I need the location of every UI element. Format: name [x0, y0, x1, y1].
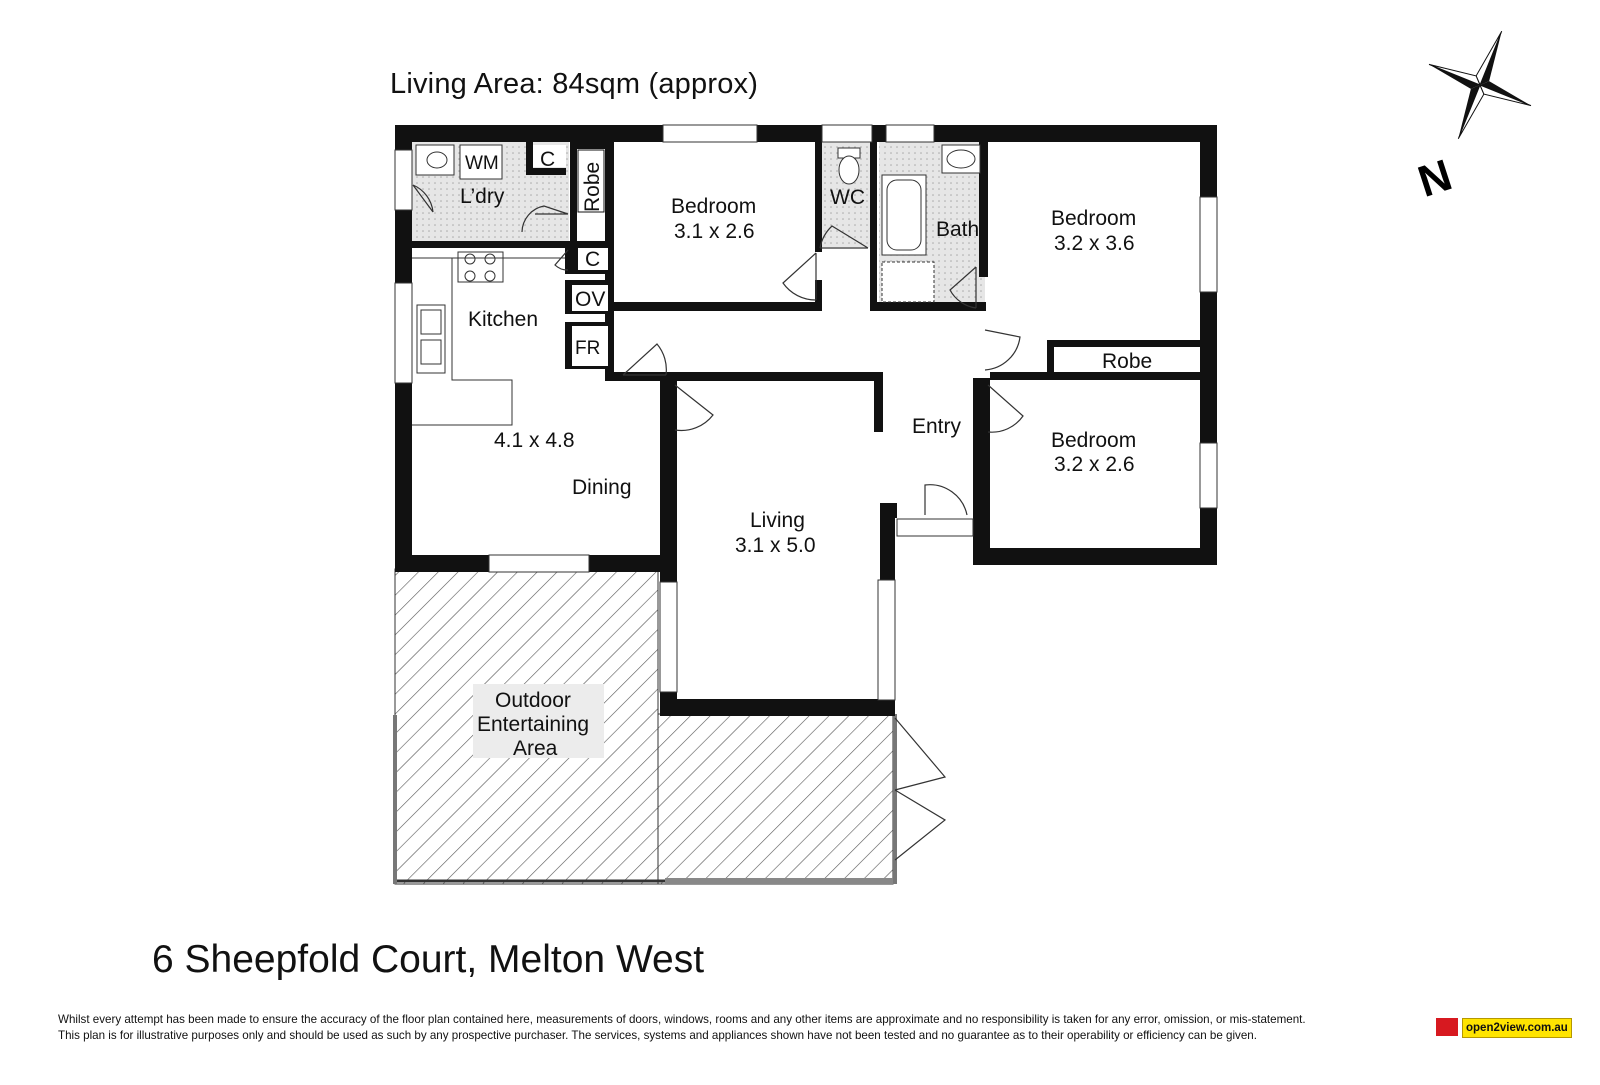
wc-label: WC: [830, 186, 865, 209]
cupboard-kitchen-label: C: [585, 248, 600, 271]
living-size: 3.1 x 5.0: [735, 534, 816, 557]
oven-label: OV: [575, 288, 605, 311]
open2view-logo: open2view.com.au: [1436, 1016, 1572, 1038]
cupboards: [533, 145, 1196, 371]
north-arrow-icon: [1428, 30, 1532, 140]
compass-n-label: N: [1412, 150, 1457, 206]
bedroom2-name: Bedroom: [671, 195, 756, 218]
property-address: 6 Sheepfold Court, Melton West: [152, 938, 705, 981]
outdoor-label-line2: Entertaining: [477, 713, 589, 736]
doors: [412, 184, 1024, 861]
windows: [394, 124, 1218, 701]
disclaimer-line2: This plan is for illustrative purposes o…: [58, 1029, 1257, 1042]
washing-machine-label: WM: [465, 153, 499, 174]
camera-house-icon: [1436, 1018, 1458, 1036]
outdoor-area: [393, 568, 897, 885]
living-area-heading: Living Area: 84sqm (approx): [390, 68, 759, 100]
outdoor-label-line1: Outdoor: [495, 689, 571, 712]
room-labels: WM C L’dry Robe Bedroom 3.1 x 2.6 WC Bat…: [460, 148, 1152, 760]
walls: [395, 125, 1217, 716]
cupboard-laundry-label: C: [540, 148, 555, 171]
disclaimer-line1: Whilst every attempt has been made to en…: [58, 1013, 1306, 1026]
bedroom1-name: Bedroom: [1051, 207, 1136, 230]
entry-label: Entry: [912, 415, 962, 438]
living-name: Living: [750, 509, 805, 532]
bedroom3-size: 3.2 x 2.6: [1054, 453, 1135, 476]
disclaimer: Whilst every attempt has been made to en…: [58, 1012, 1418, 1044]
robe-master-label: Robe: [1102, 350, 1152, 373]
kitchen-label: Kitchen: [468, 308, 538, 331]
laundry-label: L’dry: [460, 185, 505, 208]
dining-label: Dining: [572, 476, 632, 499]
outdoor-label-line3: Area: [513, 737, 558, 760]
robe-vertical-label: Robe: [581, 162, 604, 212]
logo-text: open2view.com.au: [1462, 1018, 1572, 1038]
bath-label: Bath: [936, 218, 979, 241]
bedroom2-size: 3.1 x 2.6: [674, 220, 755, 243]
kitchen-size-label: 4.1 x 4.8: [494, 429, 575, 452]
fixtures: [412, 144, 981, 426]
fridge-label: FR: [575, 338, 600, 359]
bedroom3-name: Bedroom: [1051, 429, 1136, 452]
bedroom1-size: 3.2 x 3.6: [1054, 232, 1135, 255]
